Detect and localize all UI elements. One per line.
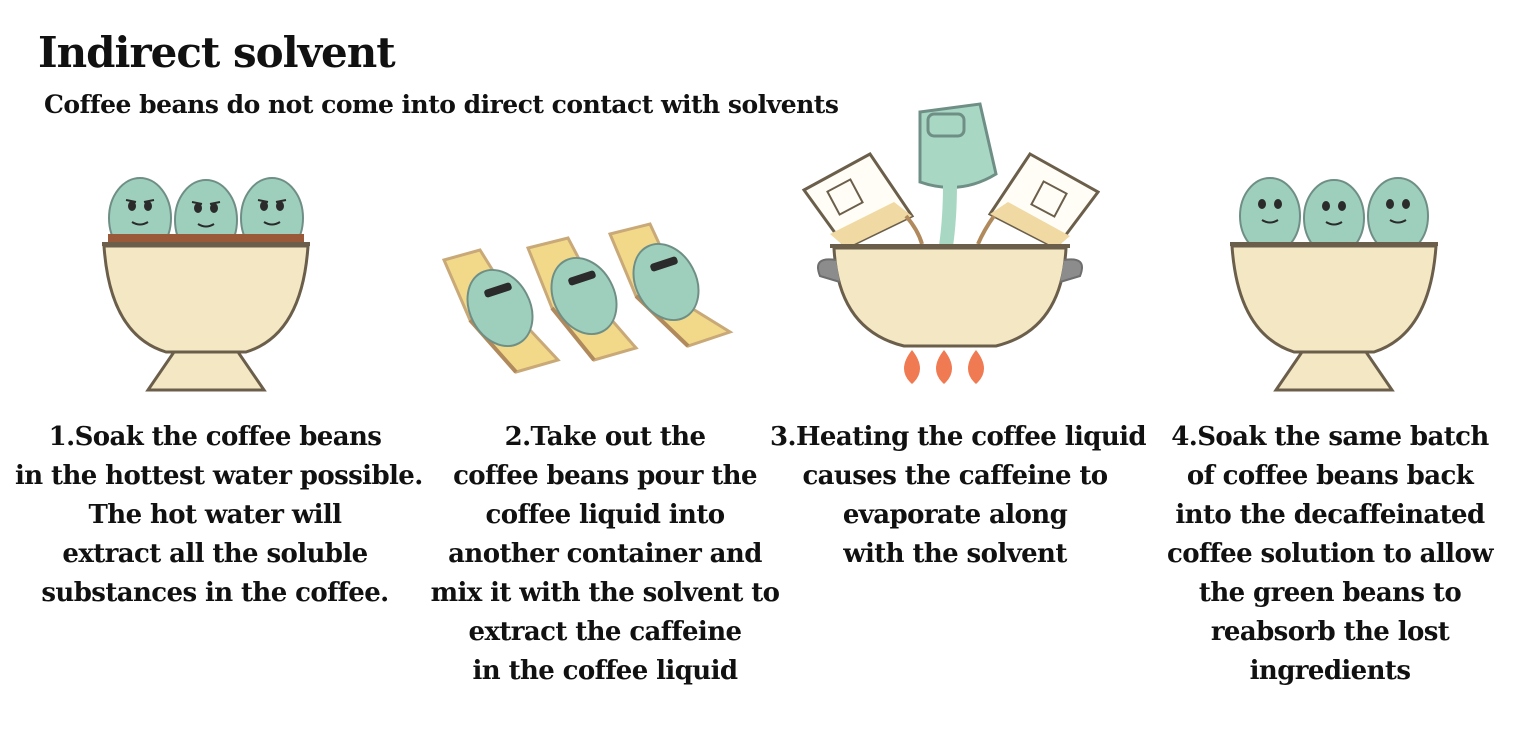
step-1-line: 1.Soak the coffee beans — [48, 422, 382, 452]
bean-group — [1239, 177, 1429, 257]
flame-icon — [968, 350, 984, 384]
step-2-line: in the coffee liquid — [472, 656, 739, 686]
step-4-line: into the decaffeinated — [1175, 500, 1485, 530]
step-1-line: substances in the coffee. — [41, 578, 389, 608]
diagram-title: Indirect solvent — [38, 28, 396, 77]
step-2-line: another container and — [448, 539, 762, 569]
pouring-jug — [918, 102, 998, 247]
deck-chair — [607, 222, 734, 348]
bean-icon — [1367, 177, 1429, 255]
bean-icon — [632, 242, 700, 322]
step-4-line: of coffee beans back — [1186, 461, 1474, 491]
step-3-line: with the solvent — [843, 539, 1067, 569]
bean-icon — [466, 268, 534, 348]
bean-icon — [1239, 177, 1301, 255]
step-4-line: the green beans to — [1198, 578, 1462, 608]
step-4-line: ingredients — [1249, 656, 1411, 686]
step-4-line: coffee solution to allow — [1167, 539, 1494, 569]
pot-handle-right — [1059, 258, 1083, 283]
bowl-with-beans-reabsorbing-icon — [1230, 177, 1438, 392]
solvent-container-left — [801, 152, 924, 250]
diagram-subtitle: Coffee beans do not come into direct con… — [44, 90, 839, 119]
step-4-line: reabsorb the lost — [1210, 617, 1450, 647]
bowl — [1230, 244, 1438, 354]
pot-handle-left — [817, 258, 841, 283]
step-3-line: evaporate along — [842, 500, 1068, 530]
step-1-line: The hot water will — [88, 500, 343, 530]
step-2-line: extract the caffeine — [468, 617, 743, 647]
step-1-line: extract all the soluble — [62, 539, 368, 569]
step-2-line: 2.Take out the — [504, 422, 706, 452]
step-2-line: coffee liquid into — [485, 500, 726, 530]
step-3-line: causes the caffeine to — [802, 461, 1108, 491]
step-2-description: 2.Take out the coffee beans pour the cof… — [425, 418, 785, 691]
step-3-line: 3.Heating the coffee liquid — [770, 422, 1147, 452]
flame-icon — [904, 350, 920, 384]
bowl-base — [1273, 350, 1395, 392]
step-1-description: 1.Soak the coffee beans in the hottest w… — [15, 418, 423, 613]
beans-on-deck-chairs-icon — [441, 222, 734, 374]
flame-group — [904, 350, 984, 384]
step-2-line: coffee beans pour the — [453, 461, 757, 491]
step-3-description: 3.Heating the coffee liquid causes the c… — [770, 418, 1147, 574]
bowl — [102, 244, 310, 354]
deck-chair — [525, 236, 639, 362]
step-2-line: mix it with the solvent to — [430, 578, 780, 608]
step-4-description: 4.Soak the same batch of coffee beans ba… — [1160, 418, 1500, 691]
pot — [817, 244, 1083, 348]
bean-icon — [1303, 179, 1365, 257]
deck-chair — [441, 248, 561, 374]
pot-heating-with-pouring-liquids-icon — [801, 102, 1100, 384]
bean-icon — [550, 256, 618, 336]
bowl-with-beans-soaking-icon — [102, 177, 310, 392]
step-4-line: 4.Soak the same batch — [1171, 422, 1489, 452]
step-1-line: in the hottest water possible. — [15, 461, 423, 491]
flame-icon — [936, 350, 952, 384]
bowl-base — [145, 350, 267, 392]
